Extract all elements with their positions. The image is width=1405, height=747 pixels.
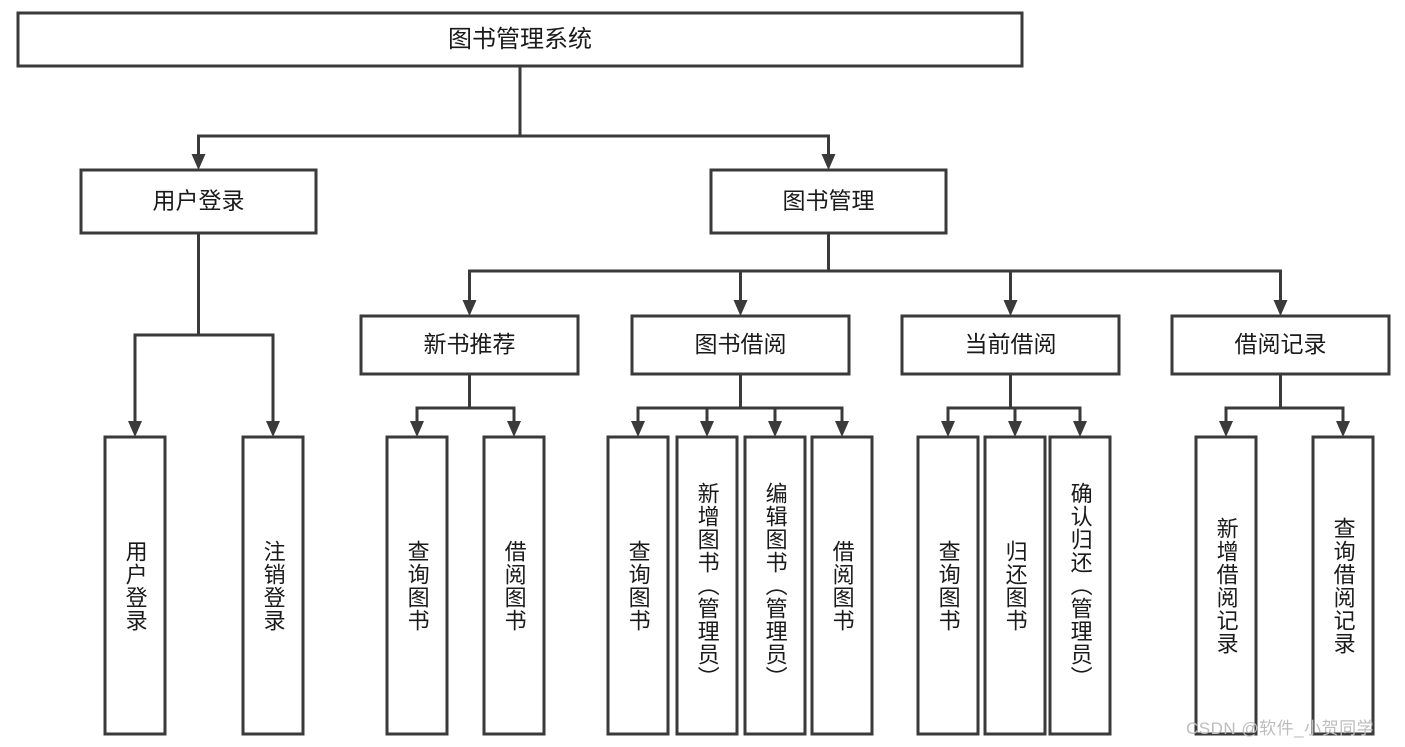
node-label-root: 图书管理系统 [448,26,592,53]
node-box-l-query-book-c [916,435,980,736]
csdn-watermark: CSDN @软件_小贺同学 [1186,719,1375,738]
node-box-root [16,11,1024,68]
node-box-l-user-login [103,435,167,736]
node-box-l-borrow-book-a [482,435,546,736]
node-label-n-user-login: 用户登录 [153,188,245,214]
node-box-n-book-manage [709,168,948,235]
node-label-n-borrow-record: 借阅记录 [1235,331,1327,357]
node-box-n-current-borrow [900,314,1121,376]
node-box-l-edit-book [743,435,807,736]
node-box-l-confirm-return [1048,435,1112,736]
node-label-n-book-borrow: 图书借阅 [695,331,787,357]
node-label-n-book-manage: 图书管理 [783,188,875,214]
node-box-n-book-borrow [630,314,851,376]
node-box-l-user-logout [241,435,305,736]
node-box-l-add-book [675,435,739,736]
node-box-l-query-record [1311,435,1375,736]
node-label-n-current-borrow: 当前借阅 [965,331,1057,357]
node-box-n-new-book-rec [359,314,580,376]
node-box-l-return-book [983,435,1047,736]
node-box-n-borrow-record [1170,314,1391,376]
node-box-l-query-book-a [385,435,449,736]
node-label-n-new-book-rec: 新书推荐 [424,331,516,357]
node-box-n-user-login [79,168,318,235]
node-box-l-borrow-book-b [810,435,874,736]
node-box-l-add-record [1194,435,1258,736]
node-box-l-query-book-b [606,435,670,736]
